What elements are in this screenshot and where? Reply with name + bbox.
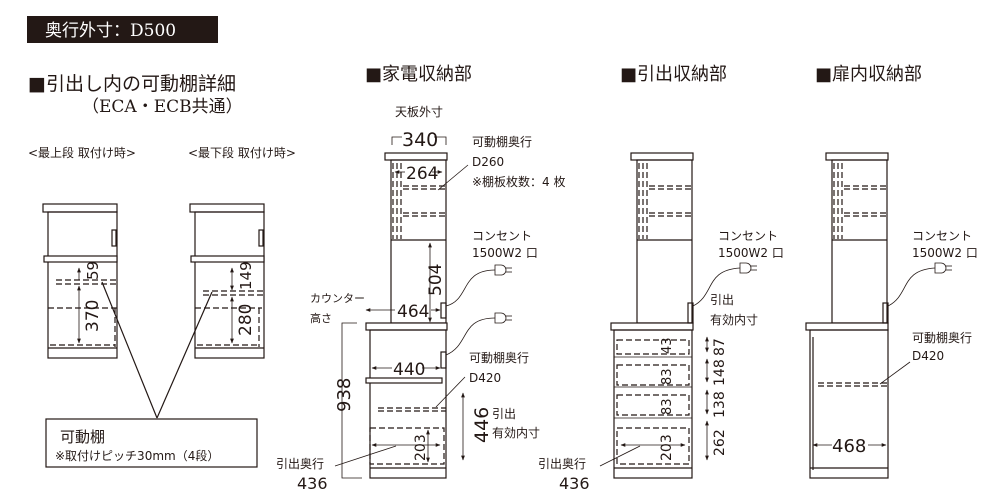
height-138: 138 <box>712 391 728 418</box>
dim-264: 264 <box>406 164 438 184</box>
drawer-label-1: 引出 <box>492 407 516 421</box>
outlet-spec: 1500W2 口 <box>472 246 538 260</box>
drawer-depth-value: 436 <box>297 474 328 493</box>
dim-464: 464 <box>397 302 429 322</box>
height-262: 262 <box>712 429 728 456</box>
dim-203: 203 <box>413 434 429 461</box>
mini-cabinet-bottom: 149 280 <box>189 203 265 359</box>
drawer-outlet-spec: 1500W2 口 <box>718 246 784 260</box>
inner-43: 43 <box>660 337 675 354</box>
detail-subtitle: （ECA・ECB共通） <box>82 97 243 117</box>
drawer-inner-label-2: 有効内寸 <box>710 312 758 327</box>
shelf-count: ※棚板枚数：4 枚 <box>472 174 566 189</box>
dim-504: 504 <box>426 264 446 296</box>
door-shelf-depth-value: D420 <box>912 349 944 363</box>
door-outlet-spec: 1500W2 口 <box>912 246 978 260</box>
counter-label-2: 高さ <box>310 311 332 325</box>
height-87: 87 <box>712 338 728 356</box>
inner-203: 203 <box>659 434 675 461</box>
dim-59: 59 <box>84 261 102 280</box>
door-unit-title: ■扉内収納部 <box>815 64 922 85</box>
drawer-inner-label-1: 引出 <box>710 293 734 307</box>
drawer-label-2: 有効内寸 <box>492 425 540 440</box>
dim-468: 468 <box>832 436 866 457</box>
counter-label: カウンター <box>310 292 365 305</box>
drawer-unit-depth-value: 436 <box>559 474 590 493</box>
dim-938: 938 <box>334 378 355 412</box>
dim-280: 280 <box>236 304 256 336</box>
lower-shelf-depth-label: 可動棚奥行 <box>469 350 529 365</box>
drawer-cabinet <box>599 152 758 479</box>
inner-83-b: 83 <box>660 398 675 415</box>
top-board-label: 天板外寸 <box>395 105 443 119</box>
dim-340: 340 <box>402 129 438 151</box>
dim-149: 149 <box>237 261 255 290</box>
shelf-depth-label: 可動棚奥行 <box>472 134 532 149</box>
header-title: 奥行外寸：D500 <box>45 21 176 41</box>
appliance-cabinet <box>334 136 513 479</box>
inner-83-a: 83 <box>660 368 675 385</box>
drawer-unit-depth-label: 引出奥行 <box>538 457 586 471</box>
door-cabinet <box>805 152 953 479</box>
lower-shelf-depth-value: D420 <box>469 371 501 385</box>
shelf-depth-value: D260 <box>472 155 504 169</box>
bottom-mount-label: <最下段 取付け時> <box>188 145 296 160</box>
drawer-depth-label: 引出奥行 <box>276 457 324 471</box>
shelf-note-box <box>45 418 258 468</box>
note-title: 可動棚 <box>60 428 105 446</box>
top-mount-label: <最上段 取付け時> <box>28 145 136 160</box>
detail-title: ■引出し内の可動棚詳細 <box>28 73 236 95</box>
door-outlet-label: コンセント <box>912 229 972 243</box>
mini-cabinet-top: 59 370 <box>42 203 118 359</box>
appliance-title: ■家電収納部 <box>365 64 472 85</box>
dim-440: 440 <box>393 360 425 380</box>
note-text: ※取付けピッチ30mm（4段） <box>55 448 219 463</box>
outlet-label: コンセント <box>472 229 532 243</box>
header-bar <box>27 16 218 43</box>
dim-446: 446 <box>471 407 493 443</box>
drawer-unit-title: ■引出収納部 <box>620 64 727 85</box>
dim-370: 370 <box>83 300 103 332</box>
drawer-outlet-label: コンセント <box>718 229 778 243</box>
height-148: 148 <box>712 359 728 386</box>
door-shelf-depth-label: 可動棚奥行 <box>912 330 972 345</box>
